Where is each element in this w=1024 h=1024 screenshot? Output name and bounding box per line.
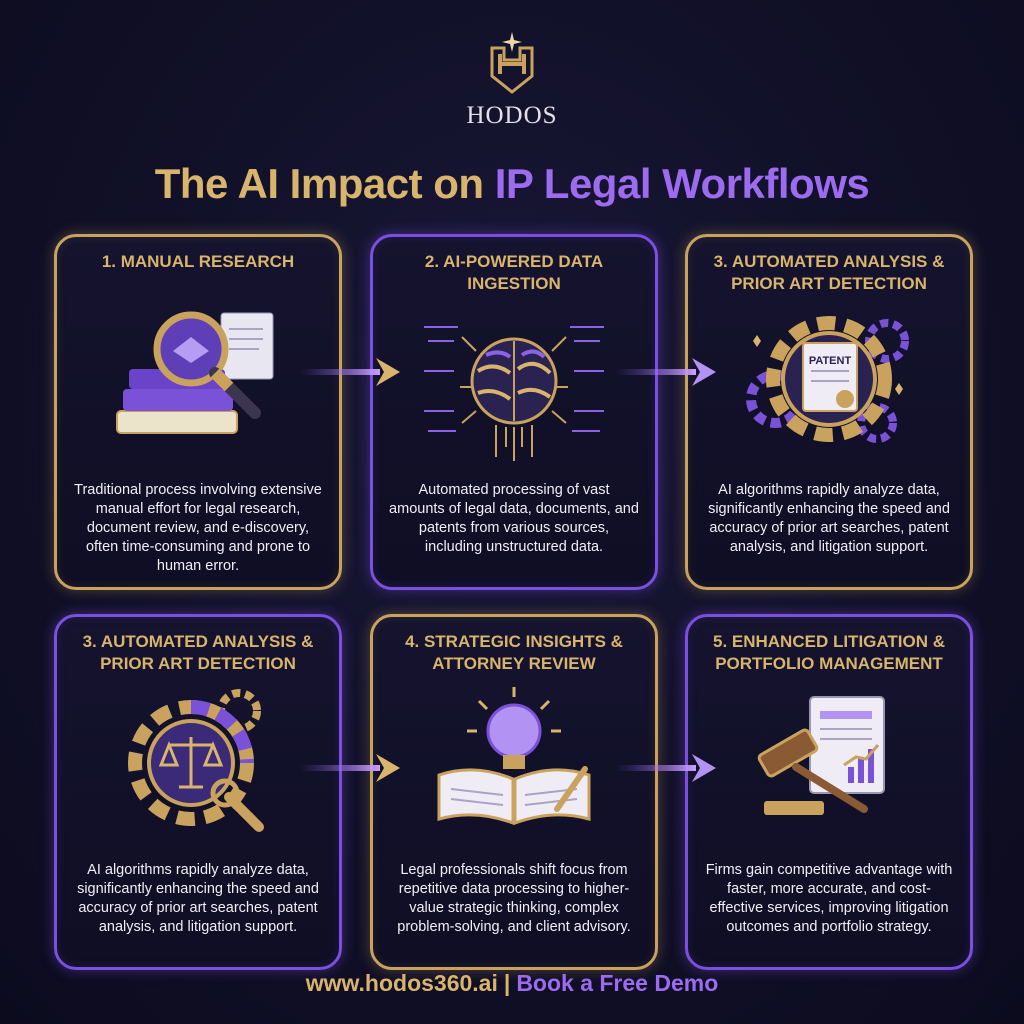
book-demo-link[interactable]: Book a Free Demo	[516, 970, 719, 996]
step-title: 4. STRATEGIC INSIGHTS & ATTORNEY REVIEW	[405, 632, 623, 673]
step-description: Legal professionals shift focus from rep…	[397, 862, 631, 935]
page-title: The AI Impact on IP Legal Workflows	[0, 160, 1024, 208]
hodos-logo-icon	[490, 32, 534, 94]
step-card-6: 5. ENHANCED LITIGATION & PORTFOLIO MANAG…	[685, 614, 973, 970]
step-description: AI algorithms rapidly analyze data, sign…	[708, 482, 950, 555]
step-description: Traditional process involving extensive …	[74, 482, 322, 574]
footer-separator: |	[503, 970, 511, 996]
step-card-5: 4. STRATEGIC INSIGHTS & ATTORNEY REVIEW …	[370, 614, 658, 970]
step-description: Firms gain competitive advantage with fa…	[705, 862, 953, 935]
flow-arrow-icon	[300, 754, 400, 782]
step-card-2: 2. AI-POWERED DATA INGESTION Automat	[370, 234, 658, 590]
step-title: 5. ENHANCED LITIGATION & PORTFOLIO MANAG…	[712, 632, 946, 673]
footer: www.hodos360.ai|Book a Free Demo	[0, 970, 1024, 997]
step-description: Automated processing of vast amounts of …	[389, 482, 639, 555]
step-title: 3. AUTOMATED ANALYSIS & PRIOR ART DETECT…	[713, 252, 945, 293]
step-card-4: 3. AUTOMATED ANALYSIS & PRIOR ART DETECT…	[54, 614, 342, 970]
patent-label: PATENT	[808, 355, 852, 367]
scales-gear-icon	[113, 683, 283, 838]
lightbulb-book-icon	[429, 683, 599, 838]
title-part-2: IP Legal Workflows	[494, 160, 870, 207]
step-card-1: 1. MANUAL RESEARCH Traditional process i…	[54, 234, 342, 590]
brain-circuit-icon	[414, 307, 614, 472]
flow-arrow-icon	[616, 358, 716, 386]
flow-arrow-icon	[616, 754, 716, 782]
magnifier-books-icon	[103, 301, 293, 456]
step-description: AI algorithms rapidly analyze data, sign…	[77, 862, 319, 935]
website-link[interactable]: www.hodos360.ai	[305, 970, 498, 996]
flow-arrow-icon	[300, 358, 400, 386]
brand-logo: HODOS	[462, 30, 562, 140]
gavel-chart-icon	[744, 683, 914, 838]
patent-gear-icon: PATENT	[739, 303, 919, 458]
title-part-1: The AI Impact on	[154, 160, 495, 207]
step-card-3: 3. AUTOMATED ANALYSIS & PRIOR ART DETECT…	[685, 234, 973, 590]
step-title: 3. AUTOMATED ANALYSIS & PRIOR ART DETECT…	[82, 632, 314, 673]
step-title: 2. AI-POWERED DATA INGESTION	[424, 252, 604, 293]
brand-name: HODOS	[466, 102, 558, 129]
step-title: 1. MANUAL RESEARCH	[101, 252, 295, 271]
